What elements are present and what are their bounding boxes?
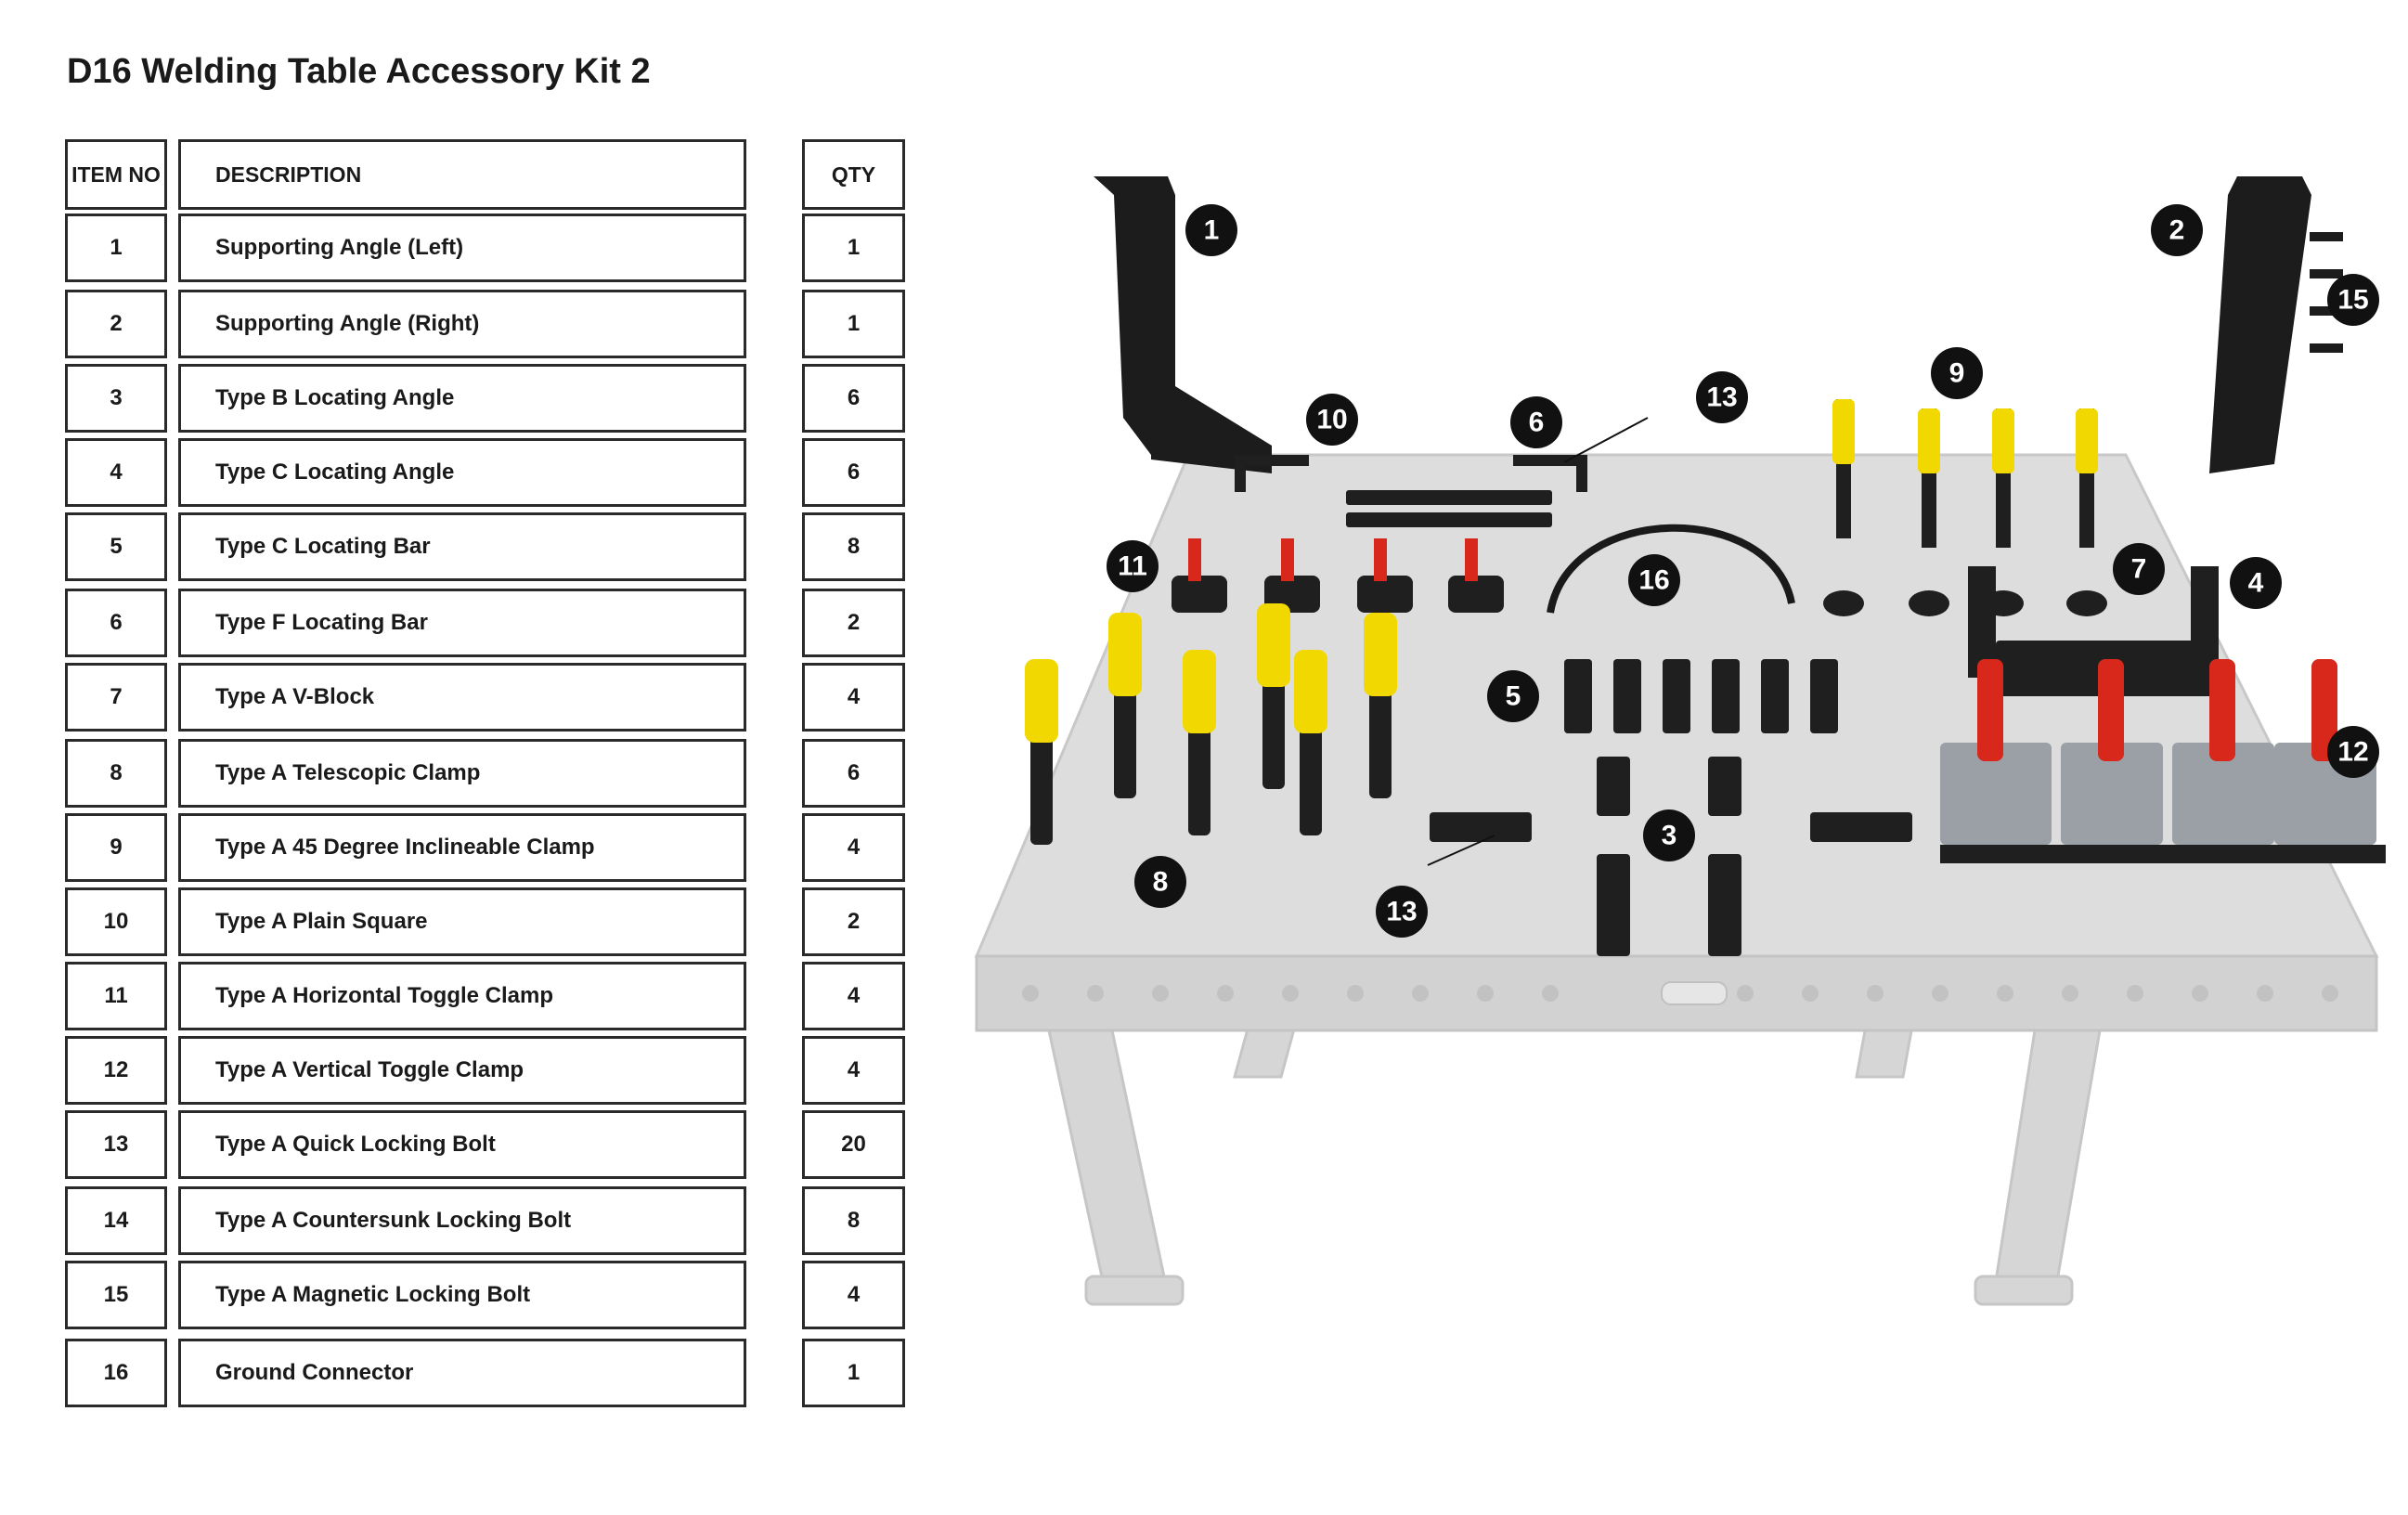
table-row-qty: 20: [802, 1110, 905, 1179]
table-row-qty: 1: [802, 1339, 905, 1407]
callout-6: 6: [1510, 396, 1562, 448]
table-row-item-no: 11: [65, 962, 167, 1030]
table-row-description: Supporting Angle (Right): [178, 290, 746, 358]
table-row-item-no: 7: [65, 663, 167, 732]
table-row-qty: 6: [802, 364, 905, 433]
table-row-qty: 6: [802, 438, 905, 507]
header-qty: QTY: [802, 139, 905, 210]
callout-10: 10: [1306, 394, 1358, 446]
table-row-qty: 2: [802, 589, 905, 657]
locating-bars: [1235, 455, 1587, 527]
svg-text:13: 13: [1386, 897, 1417, 927]
table-row-item-no: 10: [65, 887, 167, 956]
callout-15: 15: [2327, 274, 2379, 326]
table-row-description: Type A Telescopic Clamp: [178, 739, 746, 808]
ground-connector: [1547, 524, 1795, 614]
svg-text:16: 16: [1638, 565, 1669, 596]
callout-leaders: [1427, 417, 1649, 866]
table-row-qty: 4: [802, 962, 905, 1030]
horizontal-toggle-clamps: [1172, 538, 1504, 613]
table-row-qty: 1: [802, 214, 905, 282]
table-row-description: Type A V-Block: [178, 663, 746, 732]
telescopic-clamps: [1025, 603, 1397, 845]
svg-text:10: 10: [1316, 405, 1347, 435]
table-row-item-no: 8: [65, 739, 167, 808]
table-row-item-no: 12: [65, 1036, 167, 1105]
svg-text:2: 2: [2169, 215, 2185, 246]
svg-text:9: 9: [1949, 358, 1965, 389]
table-row-description: Type A 45 Degree Inclineable Clamp: [178, 813, 746, 882]
table-row-qty: 8: [802, 1186, 905, 1255]
svg-text:15: 15: [2337, 285, 2368, 316]
table-row-item-no: 15: [65, 1261, 167, 1329]
table-row-description: Type A Plain Square: [178, 887, 746, 956]
callout-badges: 1 2 15 10 6 13 9 11 16 7 4 5 12 3 8 13: [1107, 204, 2379, 938]
locating-angles-type-b: [1430, 757, 1912, 956]
table-row-description: Type B Locating Angle: [178, 364, 746, 433]
callout-3: 3: [1643, 809, 1695, 861]
callout-5: 5: [1487, 670, 1539, 722]
table-row-qty: 4: [802, 813, 905, 882]
callout-12: 12: [2327, 726, 2379, 778]
table-row-item-no: 16: [65, 1339, 167, 1407]
supporting-angle-left: [1094, 176, 1272, 473]
table-row-qty: 4: [802, 1036, 905, 1105]
welding-table-illustration: 1 2 15 10 6 13 9 11 16 7 4 5 12 3 8 13: [974, 176, 2386, 1306]
svg-text:4: 4: [2248, 568, 2264, 599]
table-row-qty: 4: [802, 1261, 905, 1329]
table-row-description: Type A Countersunk Locking Bolt: [178, 1186, 746, 1255]
table-row-item-no: 2: [65, 290, 167, 358]
table-row-item-no: 9: [65, 813, 167, 882]
header-item-no: ITEM NO: [65, 139, 167, 210]
table-row-qty: 8: [802, 512, 905, 581]
table-row-qty: 6: [802, 739, 905, 808]
header-description: DESCRIPTION: [178, 139, 746, 210]
incline-clamps: [1823, 399, 2107, 616]
table-row-description: Supporting Angle (Left): [178, 214, 746, 282]
table-row-qty: 4: [802, 663, 905, 732]
table-row-item-no: 13: [65, 1110, 167, 1179]
callout-13: 13: [1696, 371, 1748, 423]
svg-text:8: 8: [1153, 867, 1169, 898]
table-row-description: Type A Magnetic Locking Bolt: [178, 1261, 746, 1329]
callout-7: 7: [2113, 543, 2165, 595]
table-row-description: Type C Locating Angle: [178, 438, 746, 507]
svg-text:7: 7: [2131, 554, 2147, 585]
table-row-description: Type A Horizontal Toggle Clamp: [178, 962, 746, 1030]
table-row-description: Type A Vertical Toggle Clamp: [178, 1036, 746, 1105]
page-title: D16 Welding Table Accessory Kit 2: [67, 52, 651, 91]
table-row-description: Type F Locating Bar: [178, 589, 746, 657]
svg-text:11: 11: [1118, 551, 1147, 582]
table-row-item-no: 6: [65, 589, 167, 657]
svg-text:3: 3: [1662, 821, 1677, 851]
svg-text:13: 13: [1706, 382, 1737, 413]
callout-13b: 13: [1376, 886, 1428, 938]
supporting-angle-right: [2209, 176, 2343, 473]
vertical-toggle-clamps: [1940, 659, 2386, 863]
callout-2: 2: [2151, 204, 2203, 256]
table-row-item-no: 1: [65, 214, 167, 282]
table-row-description: Type A Quick Locking Bolt: [178, 1110, 746, 1179]
table-row-description: Ground Connector: [178, 1339, 746, 1407]
svg-text:5: 5: [1506, 681, 1521, 712]
table-row-description: Type C Locating Bar: [178, 512, 746, 581]
callout-16: 16: [1628, 554, 1680, 606]
callout-4: 4: [2230, 557, 2282, 609]
locating-bars-type-c: [1564, 659, 1838, 733]
callout-9: 9: [1931, 347, 1983, 399]
svg-text:6: 6: [1529, 408, 1545, 438]
callout-8: 8: [1134, 856, 1186, 908]
table-top: [974, 453, 2379, 1032]
svg-text:12: 12: [2337, 737, 2368, 768]
table-row-qty: 2: [802, 887, 905, 956]
table-row-qty: 1: [802, 290, 905, 358]
table-row-item-no: 14: [65, 1186, 167, 1255]
table-row-item-no: 3: [65, 364, 167, 433]
table-row-item-no: 4: [65, 438, 167, 507]
callout-11: 11: [1107, 540, 1159, 592]
callout-1: 1: [1185, 204, 1237, 256]
svg-text:1: 1: [1204, 215, 1220, 246]
table-row-item-no: 5: [65, 512, 167, 581]
